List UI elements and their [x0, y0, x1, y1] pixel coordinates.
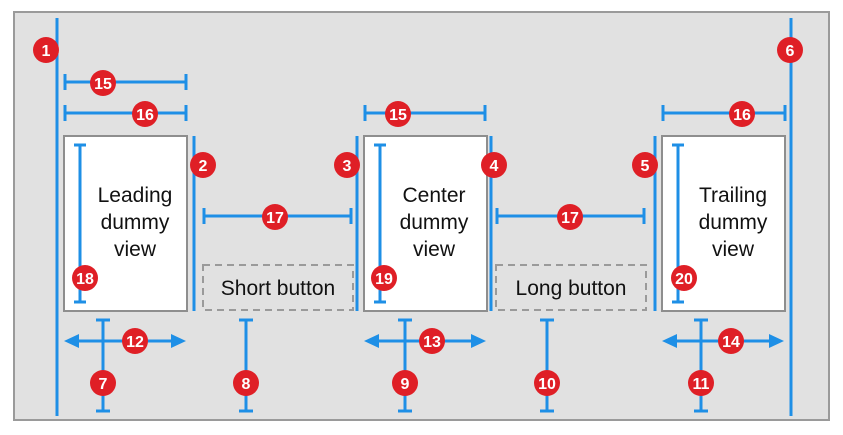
svg-text:1: 1: [42, 43, 51, 60]
badge-8: 8: [233, 370, 259, 396]
badge-10: 10: [534, 370, 560, 396]
svg-text:18: 18: [76, 271, 94, 288]
badge-7: 7: [90, 370, 116, 396]
svg-text:13: 13: [423, 334, 441, 351]
badge-11: 11: [688, 370, 714, 396]
badge-5: 5: [632, 152, 658, 178]
svg-text:17: 17: [561, 210, 579, 227]
badge-1: 1: [33, 37, 59, 63]
svg-text:17: 17: [266, 210, 284, 227]
leading-view-label-line3: view: [114, 238, 157, 261]
svg-text:9: 9: [401, 376, 410, 393]
arrow-12-left-head: [64, 334, 79, 348]
badge-17-left: 17: [262, 204, 288, 230]
badge-4: 4: [481, 152, 507, 178]
badge-17-right: 17: [557, 204, 583, 230]
badge-14: 14: [718, 328, 744, 354]
svg-text:19: 19: [375, 271, 393, 288]
badge-6: 6: [777, 37, 803, 63]
arrow-13-left-head: [364, 334, 379, 348]
badge-19: 19: [371, 265, 397, 291]
arrow-14-right-head: [769, 334, 784, 348]
badge-16-left: 16: [132, 101, 158, 127]
arrow-13-right-head: [471, 334, 486, 348]
short-button-label: Short button: [221, 277, 335, 300]
svg-text:11: 11: [693, 376, 710, 393]
svg-text:20: 20: [675, 271, 693, 288]
svg-text:10: 10: [538, 376, 556, 393]
arrow-14-left-head: [662, 334, 677, 348]
width-bracket-16-right: [661, 105, 787, 121]
svg-text:2: 2: [199, 158, 208, 175]
badge-3: 3: [334, 152, 360, 178]
svg-text:15: 15: [94, 76, 112, 93]
badge-18: 18: [72, 265, 98, 291]
badge-12: 12: [122, 328, 148, 354]
svg-text:16: 16: [136, 107, 154, 124]
arrow-12-right-head: [171, 334, 186, 348]
svg-text:4: 4: [490, 158, 499, 175]
svg-text:7: 7: [99, 376, 108, 393]
svg-text:5: 5: [641, 158, 650, 175]
short-button[interactable]: [202, 264, 354, 311]
svg-text:15: 15: [389, 107, 407, 124]
badge-2: 2: [190, 152, 216, 178]
svg-text:6: 6: [786, 43, 795, 60]
center-view-label-line1: Center: [402, 184, 465, 207]
trailing-view-label-line2: dummy: [699, 211, 768, 234]
badge-15-left: 15: [90, 70, 116, 96]
width-bracket-15-center: [363, 105, 487, 121]
badge-16-right: 16: [729, 101, 755, 127]
width-bracket-16-left: [63, 105, 188, 121]
badge-13: 13: [419, 328, 445, 354]
badge-15-center: 15: [385, 101, 411, 127]
leading-view-label-line2: dummy: [101, 211, 170, 234]
svg-text:14: 14: [722, 334, 740, 351]
long-button-label: Long button: [516, 277, 627, 300]
svg-text:3: 3: [343, 158, 352, 175]
svg-text:12: 12: [126, 334, 144, 351]
center-view-label-line2: dummy: [400, 211, 469, 234]
trailing-view-label-line3: view: [712, 238, 755, 261]
width-bracket-15-left: [63, 74, 188, 90]
leading-view-label-line1: Leading: [98, 184, 173, 207]
long-button[interactable]: [495, 264, 647, 311]
center-view-label-line3: view: [413, 238, 456, 261]
svg-text:8: 8: [242, 376, 251, 393]
svg-text:16: 16: [733, 107, 751, 124]
badge-20: 20: [671, 265, 697, 291]
badge-9: 9: [392, 370, 418, 396]
trailing-view-label-line1: Trailing: [699, 184, 767, 207]
